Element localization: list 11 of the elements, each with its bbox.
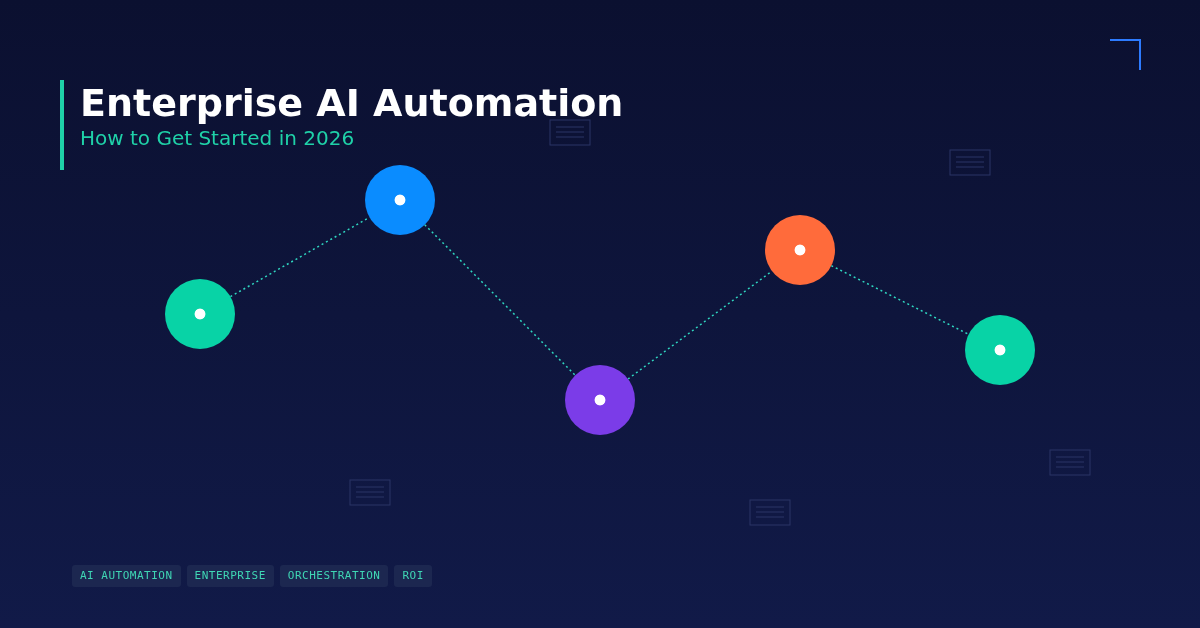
tag-label: ROI — [394, 565, 432, 587]
circle-marker — [365, 165, 435, 235]
connector-line — [627, 270, 773, 380]
subtitle: How to Get Started in 2026 — [80, 126, 355, 150]
connector-line — [830, 264, 970, 336]
tag-label: AI AUTOMATION — [72, 565, 181, 587]
tag-label: ORCHESTRATION — [279, 565, 389, 587]
tag-label: ENTERPRISE — [186, 565, 274, 587]
circle-marker — [565, 365, 635, 435]
connector-line — [424, 224, 576, 376]
title: Enterprise AI Automation — [80, 80, 624, 126]
